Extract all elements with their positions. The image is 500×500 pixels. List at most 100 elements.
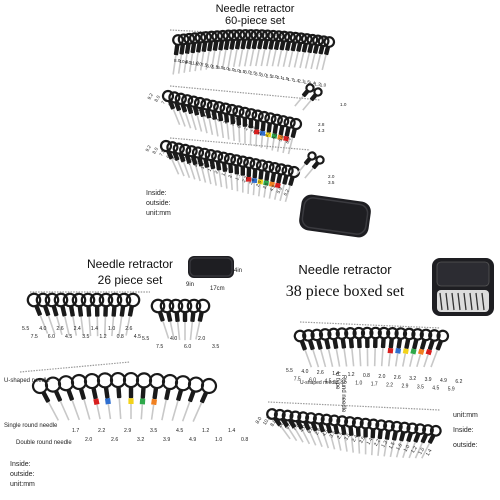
set38-row1-size: 1.2 [348, 372, 355, 378]
tool-ring [193, 96, 207, 110]
set60-row3-size: 3.5 [262, 181, 270, 189]
tool-ring [270, 113, 283, 126]
set60-row1-size: 5.5 [212, 64, 219, 69]
set26-row2-size: 2.0 [85, 437, 92, 443]
needle-tool [395, 421, 411, 458]
tool-shaft [387, 353, 391, 367]
needle-tool [260, 29, 274, 67]
needle-tool [198, 147, 212, 185]
tool-shaft [402, 441, 409, 458]
tool-grip [419, 339, 427, 350]
set38-row2-size: 6.0 [306, 426, 315, 435]
tool-shaft [55, 315, 63, 336]
tool-shaft [188, 163, 196, 180]
tool-color-band [283, 135, 290, 142]
tool-ring [283, 116, 296, 129]
tool-shaft [59, 400, 70, 421]
tool-color-band [268, 181, 275, 188]
set38-row1-size: 6.0 [309, 378, 316, 384]
set38-row1-size: 2.9 [402, 384, 409, 390]
needle-tool [195, 298, 211, 340]
set38-legend-outside: outside: [453, 442, 478, 449]
set26-row1-size: 4.5 [134, 334, 141, 340]
needle-tool [389, 420, 403, 458]
set60-row3-size: 6.2 [283, 188, 291, 196]
tool-color-band [417, 348, 425, 355]
tool-shaft [373, 347, 376, 367]
set26-row2-size: 1.4 [228, 428, 235, 434]
set60-row3-size: 2.6 [248, 177, 256, 185]
tool-shaft [296, 163, 306, 175]
set60-row1-size: 4.0 [223, 66, 230, 71]
tool-grip [60, 305, 67, 317]
needle-tool [375, 419, 388, 456]
tool-grip [203, 158, 210, 168]
tool-grip [260, 121, 266, 132]
tool-grip [116, 386, 122, 399]
needle-tool [185, 145, 201, 182]
tool-grip [309, 93, 317, 102]
tool-grip [168, 100, 176, 110]
tool-shaft [351, 348, 355, 367]
tool-grip [427, 339, 435, 351]
tool-shaft [268, 186, 273, 199]
tool-shaft [395, 440, 402, 458]
tool-shaft [276, 139, 281, 152]
tool-grip [348, 426, 354, 436]
tool-grip [199, 391, 208, 404]
set60-row3-size: 5.5 [172, 153, 180, 161]
needle-tool [328, 414, 342, 451]
set60-row1-size: 3.0 [244, 70, 251, 75]
set26-row2-size: 1.0 [215, 437, 222, 443]
needle-tool [359, 417, 372, 455]
set38-box-tool [451, 292, 455, 311]
needle-tool [409, 328, 424, 367]
tool-shaft [224, 171, 228, 189]
set60-chain-row2 [169, 85, 321, 101]
set26-row1-size: 7.5 [31, 334, 38, 340]
needle-tool [321, 36, 336, 71]
set26-row1-size: 0.8 [117, 334, 124, 340]
set38-row1-size: 3.5 [417, 385, 424, 391]
tool-shaft [343, 348, 348, 367]
needle-tool [276, 115, 290, 152]
tool-shaft [227, 49, 233, 68]
tool-grip [212, 40, 219, 51]
tool-grip [91, 387, 98, 400]
tool-ring [277, 115, 290, 128]
tool-grip [86, 306, 92, 317]
needle-tool [320, 413, 336, 450]
tool-shaft [177, 54, 183, 74]
set60-row1-size: 8.0 [174, 58, 181, 63]
tool-shaft [293, 51, 299, 68]
tool-color-band [253, 129, 260, 135]
tool-shaft [232, 124, 235, 141]
set38-row1-size: 4.9 [440, 378, 447, 384]
tool-grip [222, 162, 228, 172]
set38-subtitle: 38 piece boxed set [285, 283, 405, 300]
tool-shaft [214, 119, 219, 137]
tool-grip [152, 387, 159, 400]
set60-row3-size: 3 [227, 174, 233, 179]
tool-shaft [312, 349, 320, 368]
set38-box-tray [437, 290, 489, 312]
needle-tool [205, 30, 218, 70]
tool-shaft [195, 321, 201, 340]
tool-ring [289, 117, 303, 131]
needle-tool [191, 146, 207, 183]
tool-grip [270, 172, 276, 183]
tool-grip [246, 39, 252, 50]
tool-shaft [243, 48, 249, 67]
set38-row2-size: 1.5 [388, 441, 397, 450]
tool-shaft [266, 49, 272, 67]
tool-grip [380, 338, 386, 349]
tool-shaft [286, 426, 298, 442]
tool-shaft [196, 115, 203, 132]
tool-shaft [282, 140, 287, 154]
set60-row3-size: 1.41 [207, 162, 216, 173]
tool-grip [348, 338, 354, 349]
tool-shaft [319, 349, 327, 368]
set38-box-tool [445, 292, 449, 311]
tool-ring [150, 298, 166, 314]
tool-ring [116, 292, 132, 308]
